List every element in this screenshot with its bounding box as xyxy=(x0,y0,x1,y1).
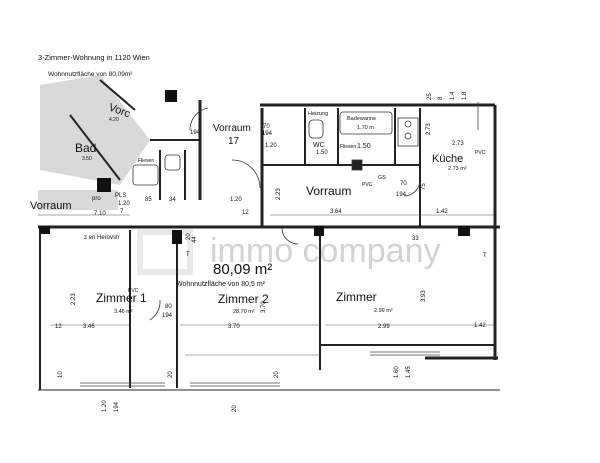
room-labels: Zimmer 1 3.46 m² PVC Zimmer 2 28.70 m² Z… xyxy=(30,102,486,315)
dim-7-10: 7.10 xyxy=(94,211,106,217)
dim-8: 8 xyxy=(438,96,444,100)
room-kueche: Küche xyxy=(432,153,463,165)
dim-1-20-wc: 1.20 xyxy=(265,143,277,149)
dim-2-73-a: 2.73 xyxy=(452,141,464,147)
dim-70: 70 xyxy=(400,181,407,187)
dimension-lines xyxy=(38,214,495,356)
dim-3-64: 3.64 xyxy=(330,209,342,215)
room-zimmer-3-area: 2.99 m² xyxy=(374,308,393,314)
room-vorraum-17: Vorraum xyxy=(213,123,251,134)
walls xyxy=(38,79,500,391)
dim-3-70-a: 3.70 xyxy=(228,324,240,330)
dim-20-a: 20 xyxy=(168,371,174,378)
dim-3-93: 3.93 xyxy=(421,290,427,302)
label-fliesen-bad: Fliesen xyxy=(138,158,154,164)
label-pro: pro xyxy=(92,196,101,202)
dim-33: 33 xyxy=(412,236,419,242)
plan-title: 3-Zimmer-Wohnung in 1120 Wien xyxy=(38,53,150,62)
dim-4-20: 4.20 xyxy=(109,117,119,123)
total-area: 80,09 m² xyxy=(213,261,272,278)
dim-3-70-b: 3.70 xyxy=(261,301,267,313)
dim-1-60: 1.60 xyxy=(394,366,400,378)
dim-70-b: 70 xyxy=(263,124,270,130)
dim-1-20-b: 1.20 xyxy=(230,197,242,203)
room-vorraum: Vorraum xyxy=(306,184,351,198)
dim-2-73-b: 2.73 xyxy=(426,123,432,135)
dim-20-c: 20 xyxy=(186,233,192,240)
dim-1-20-bottom: 1.20 xyxy=(102,400,108,412)
dim-3-50: 3.50 xyxy=(82,156,92,162)
room-zimmer-1-code: PVC xyxy=(128,288,139,294)
dim-20-b: 20 xyxy=(274,371,280,378)
room-vorraum-left: Vorraum xyxy=(30,200,72,212)
left-corridor xyxy=(38,75,150,210)
label-gs: GS xyxy=(378,175,386,181)
watermark: immo company xyxy=(137,229,441,275)
windows xyxy=(80,102,479,387)
dim-25: 25 xyxy=(427,93,433,100)
dim-1-45: 1.45 xyxy=(406,366,412,378)
pillars xyxy=(40,90,470,244)
room-zimmer-1-area: 3.46 m² xyxy=(114,309,133,315)
dim-2-99: 2.99 xyxy=(378,324,390,330)
dim-1-42-b: 1.42 xyxy=(474,323,486,329)
dim-1-50-wc: 1.50 xyxy=(316,150,328,156)
room-wc: WC xyxy=(313,142,325,149)
dim-44: 44 xyxy=(192,236,198,243)
dim-7: 7 xyxy=(120,209,124,215)
room-vorraum-code: PVC xyxy=(362,182,373,188)
room-bad: Bad xyxy=(75,141,96,155)
room-kueche-code: PVC xyxy=(475,150,486,156)
dim-194-b: 194 xyxy=(396,192,407,198)
dim-75: 75 xyxy=(421,183,427,190)
dim-12-a: 12 xyxy=(242,210,249,216)
dim-194-a: 194 xyxy=(162,313,173,319)
dim-2-23-a: 2.23 xyxy=(276,188,282,200)
dim-1-4: 1.4 xyxy=(450,91,456,100)
dim-194-d: 194 xyxy=(262,131,273,137)
room-heizung: Heizung xyxy=(308,111,328,117)
dim-34: 34 xyxy=(169,197,176,203)
room-badewanne-size: 1.70 m xyxy=(357,125,374,131)
dim-20-d: 20 xyxy=(232,405,238,412)
door-swings xyxy=(149,107,421,321)
total-area-block: 80,09 m² Wohnnutzfläche von 80,5 m² xyxy=(176,261,272,288)
room-vorraum-17-number: 17 xyxy=(228,136,240,147)
dim-1-8: 1.8 xyxy=(462,91,468,100)
dim-80: 80 xyxy=(165,304,172,310)
room-zimmer-1: Zimmer 1 xyxy=(96,291,147,305)
watermark-text: immo company xyxy=(210,232,441,270)
label-t-right: T xyxy=(483,253,487,259)
plan-subtitle: Wohnnutzfläche von 80,09m² xyxy=(48,71,133,78)
dim-85: 85 xyxy=(145,197,152,203)
dim-194-e: 194 xyxy=(190,130,201,136)
dim-1-42-a: 1.42 xyxy=(436,209,448,215)
label-street: z en Herovstr xyxy=(84,235,120,241)
label-pls: PLS xyxy=(115,193,126,199)
room-zimmer-2-area: 28.70 m² xyxy=(233,309,255,315)
room-kueche-area: 2.73 m² xyxy=(448,166,467,172)
label-fliesen-1-50: 1.50 xyxy=(357,143,371,150)
dim-2-23-b: 2.23 xyxy=(71,293,77,305)
total-area-caption: Wohnnutzfläche von 80,5 m² xyxy=(176,281,266,288)
label-t-left: T xyxy=(186,252,190,258)
dim-3-46: 3.46 xyxy=(83,324,95,330)
room-zimmer-3: Zimmer xyxy=(336,290,377,304)
room-zimmer-2: Zimmer 2 xyxy=(218,292,269,306)
dim-12-b: 12 xyxy=(55,324,62,330)
dim-10: 10 xyxy=(58,371,64,378)
misc-labels: Fliesen 1.50 Fliesen PLS pro GS T T z en… xyxy=(55,91,487,412)
dim-1-20-a: 1.20 xyxy=(118,201,130,207)
label-fliesen-bath: Fliesen xyxy=(340,144,356,150)
room-badewanne: Badewanne xyxy=(347,116,376,122)
bathroom-fixtures xyxy=(132,111,419,186)
dim-194-c: 194 xyxy=(114,401,120,412)
